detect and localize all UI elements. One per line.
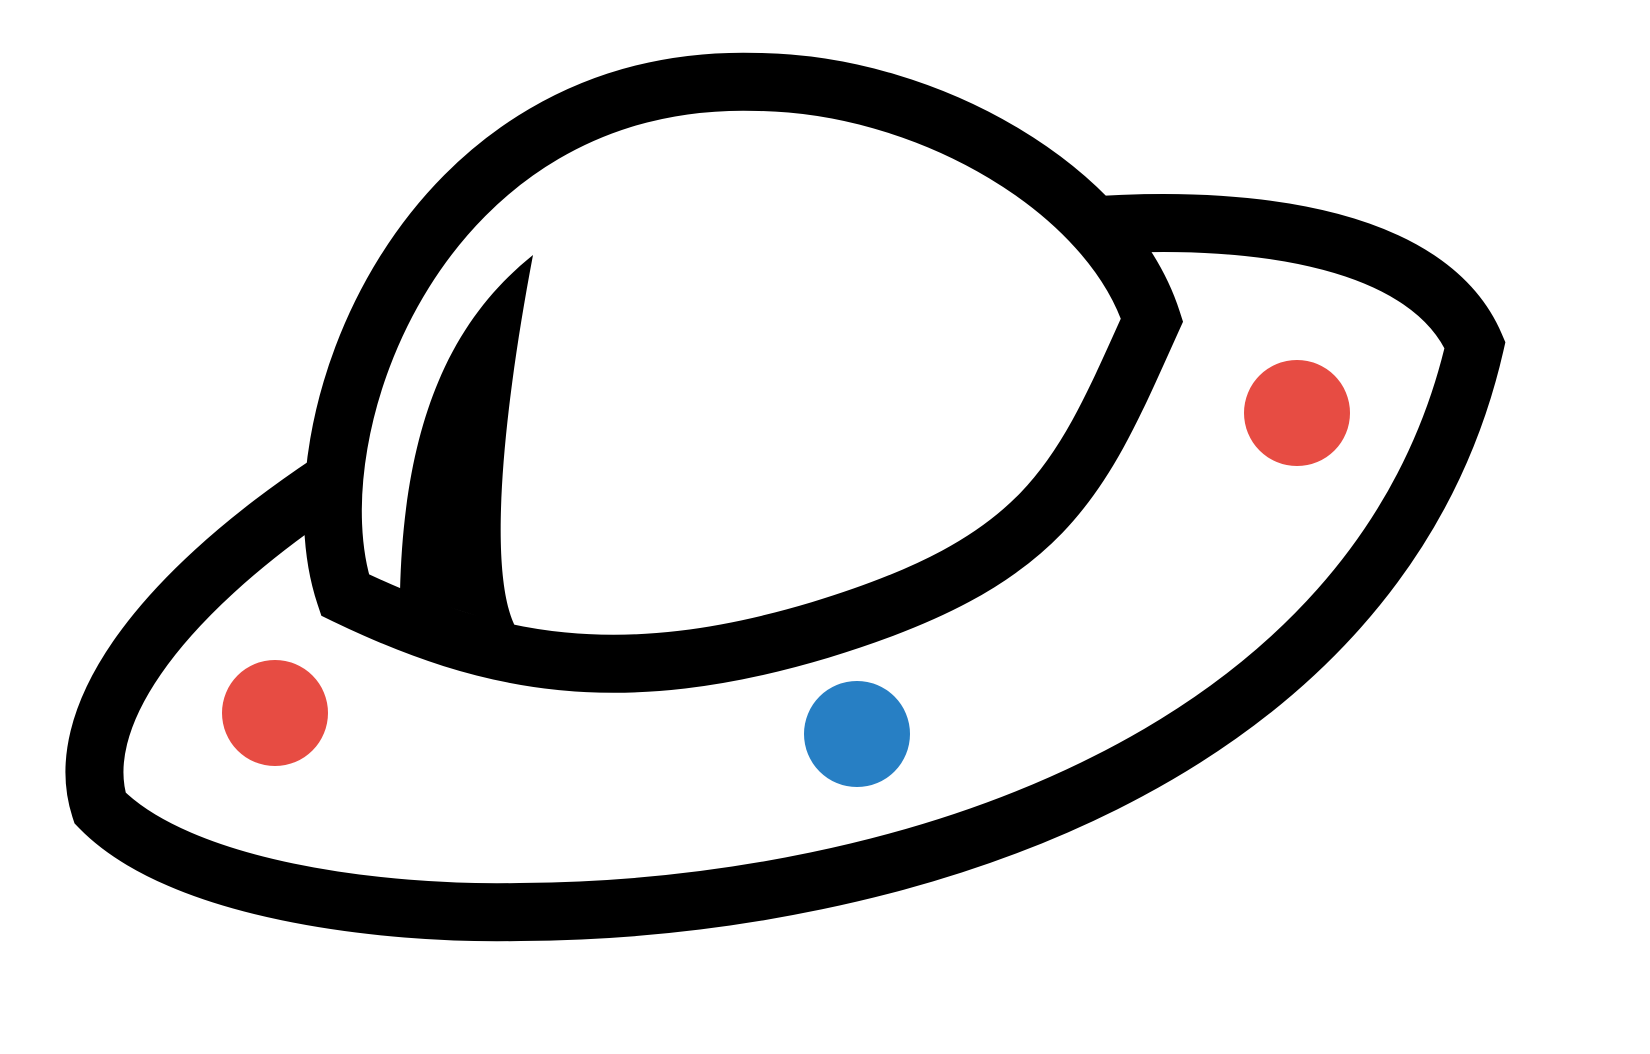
red-light-left (222, 660, 328, 766)
dome (303, 52, 1184, 693)
blue-light-center (804, 681, 910, 787)
red-light-right (1244, 360, 1350, 466)
dome-reflection (400, 255, 533, 628)
